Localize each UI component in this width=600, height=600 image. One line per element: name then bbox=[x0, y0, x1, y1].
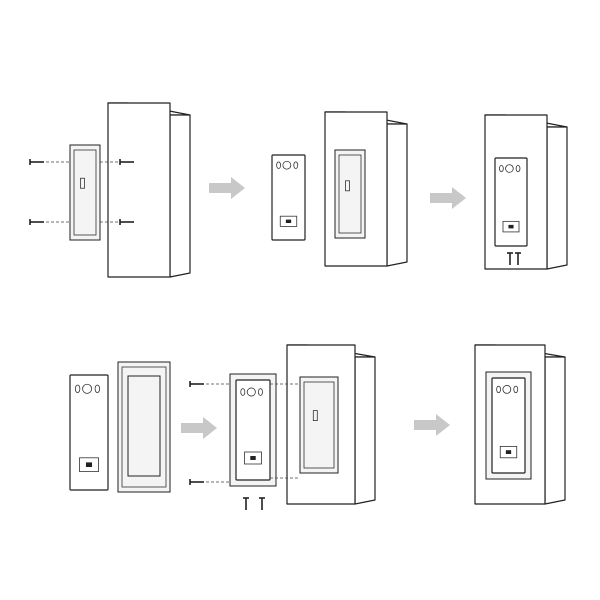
gang-box-slot bbox=[345, 180, 350, 192]
wall-front bbox=[107, 102, 171, 278]
gang-box-inner bbox=[303, 381, 335, 469]
wall-side bbox=[386, 123, 408, 267]
door-station bbox=[229, 373, 277, 487]
gang-box bbox=[334, 149, 366, 239]
light-icon bbox=[499, 164, 504, 173]
screw-icon bbox=[119, 219, 134, 225]
wall-side bbox=[546, 126, 568, 270]
gang-box-outer bbox=[299, 376, 339, 474]
light-icon bbox=[240, 388, 246, 396]
card-reader-icon bbox=[244, 451, 262, 465]
wall-block bbox=[286, 344, 376, 505]
button-icon bbox=[508, 224, 514, 229]
light-icon bbox=[74, 384, 81, 393]
step-arrow bbox=[209, 177, 245, 199]
camera-icon bbox=[82, 383, 93, 394]
gang-box-slot bbox=[80, 177, 85, 189]
light-icon bbox=[94, 384, 101, 393]
screw-icon bbox=[119, 159, 134, 165]
door-station bbox=[494, 157, 528, 247]
door-station bbox=[69, 374, 109, 491]
screw-icon bbox=[29, 159, 44, 165]
screw-icon bbox=[29, 219, 44, 225]
light-icon bbox=[496, 385, 501, 394]
light-icon bbox=[515, 164, 521, 173]
gang-box-slot bbox=[312, 410, 318, 422]
card-reader-icon bbox=[279, 215, 298, 227]
gang-box-inner bbox=[73, 149, 97, 236]
wall-side bbox=[169, 114, 191, 278]
light-icon bbox=[293, 161, 299, 169]
screw-icon bbox=[507, 252, 513, 265]
screw-icon bbox=[515, 252, 521, 265]
button-icon bbox=[250, 456, 256, 460]
button-icon bbox=[285, 219, 292, 223]
camera-icon bbox=[246, 387, 256, 397]
gang-box-outer bbox=[334, 149, 366, 239]
gang-box bbox=[69, 144, 101, 241]
screw-icon bbox=[189, 381, 204, 387]
gang-box-outer bbox=[69, 144, 101, 241]
wall-side bbox=[544, 356, 566, 505]
card-reader-icon bbox=[502, 220, 520, 233]
gang-box bbox=[299, 376, 339, 474]
door-station bbox=[485, 371, 532, 480]
station-body bbox=[69, 374, 109, 491]
step-arrow bbox=[430, 187, 466, 209]
wall-side bbox=[354, 356, 376, 505]
button-icon bbox=[85, 462, 93, 467]
wall-block bbox=[107, 102, 191, 278]
camera-icon bbox=[282, 160, 292, 170]
door-station bbox=[271, 154, 306, 241]
light-icon bbox=[513, 385, 519, 394]
step-arrow bbox=[414, 414, 450, 436]
camera-icon bbox=[502, 385, 512, 394]
gang-box-inner bbox=[338, 154, 362, 234]
card-reader-icon bbox=[499, 445, 518, 459]
light-icon bbox=[258, 388, 263, 396]
screw-icon bbox=[259, 497, 265, 510]
button-icon bbox=[505, 450, 512, 454]
light-icon bbox=[276, 161, 281, 169]
step-arrow bbox=[181, 417, 217, 439]
frame-back-box bbox=[127, 375, 161, 477]
screw-icon bbox=[243, 497, 249, 510]
card-reader-icon bbox=[79, 457, 99, 472]
screw-icon bbox=[189, 479, 204, 485]
camera-icon bbox=[505, 164, 514, 173]
gang-box-inner bbox=[121, 366, 167, 488]
